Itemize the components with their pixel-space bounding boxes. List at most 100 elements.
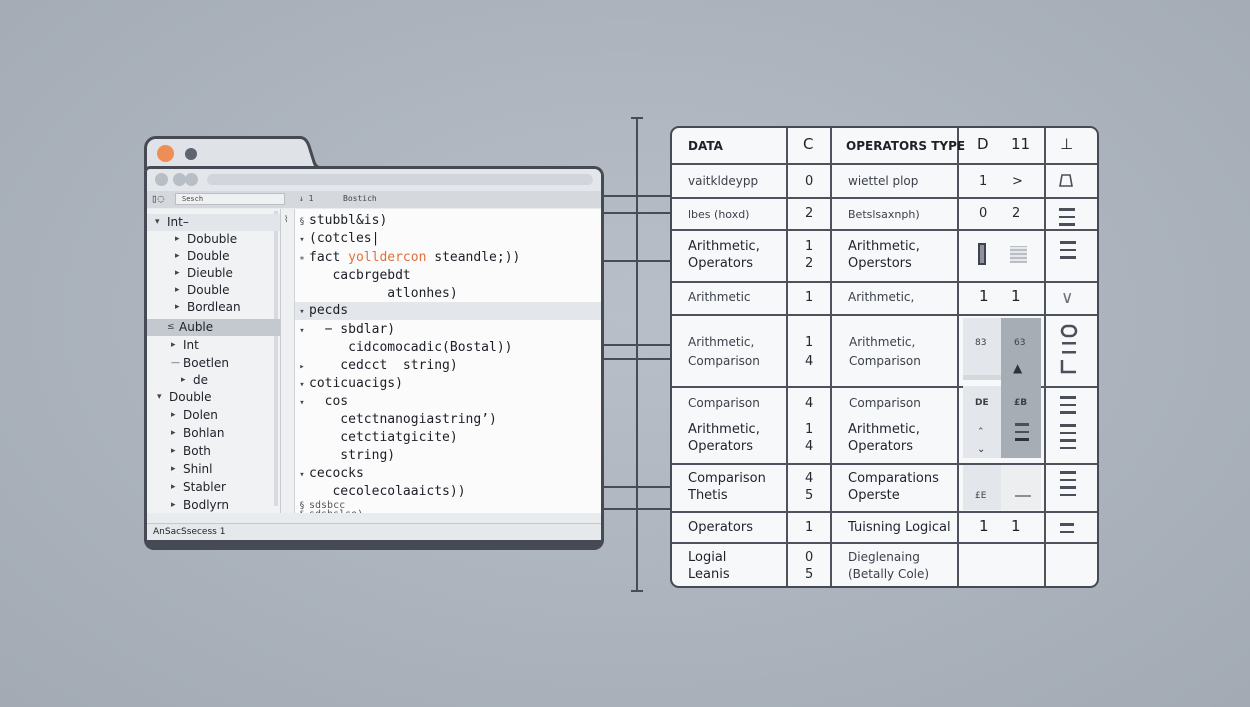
code-line[interactable]: cetctnanogiastring’) xyxy=(295,411,497,429)
tree-item[interactable]: ▸Shinl xyxy=(147,461,280,478)
header-c[interactable]: C xyxy=(803,135,814,153)
fold-marker-icon[interactable]: § xyxy=(295,510,309,513)
chevron-down-icon[interactable]: ∨ xyxy=(1061,288,1074,308)
tree-arrow-icon[interactable]: ▸ xyxy=(175,268,180,278)
fold-marker-icon[interactable]: ▸ xyxy=(299,362,305,372)
code-line[interactable]: cetctiatgicite) xyxy=(295,429,457,447)
code-line[interactable]: atlonhes) xyxy=(295,285,457,303)
tree-item[interactable]: ▸Both xyxy=(147,443,280,460)
menu-lines-icon[interactable] xyxy=(1060,396,1076,419)
code-line[interactable]: §sdsbcc xyxy=(295,500,346,512)
code-line[interactable]: cacbrgebdt xyxy=(295,267,410,285)
tree-item[interactable]: ▸Int xyxy=(147,337,280,354)
menu-lines-icon[interactable] xyxy=(1060,471,1076,501)
tree-item[interactable]: ▸Dolen xyxy=(147,407,280,424)
stacked-shapes-icon[interactable] xyxy=(1058,324,1080,378)
small-caret-icon[interactable]: ⌃ xyxy=(977,427,985,437)
code-text: sdsbcc xyxy=(309,500,346,511)
forward-button[interactable] xyxy=(173,173,186,186)
trapezoid-icon[interactable] xyxy=(1058,173,1074,189)
fold-marker-icon[interactable]: ▾ xyxy=(299,380,305,390)
tree-item[interactable]: ▸de xyxy=(147,372,280,389)
tree-item[interactable]: ≤Auble xyxy=(147,319,280,336)
reload-button[interactable] xyxy=(185,173,198,186)
code-line[interactable]: ▸ cedcct string) xyxy=(295,357,457,375)
connector-spine xyxy=(636,117,638,592)
fold-marker-icon[interactable]: § xyxy=(299,501,305,511)
caret-up-icon[interactable]: ▲ xyxy=(1013,361,1023,375)
fold-marker-icon[interactable]: ▾ xyxy=(299,326,305,336)
fold-marker-icon[interactable]: ▾ xyxy=(299,398,305,408)
tree-arrow-icon[interactable]: ▸ xyxy=(171,340,176,350)
tree-arrow-icon[interactable]: ▸ xyxy=(175,302,180,312)
tree-item[interactable]: ▾Double xyxy=(147,389,280,406)
tree-arrow-icon[interactable]: ▸ xyxy=(171,428,176,438)
code-line[interactable]: ∗fact yolldercon steandle;)) xyxy=(295,249,520,267)
header-11[interactable]: 11 xyxy=(1011,135,1031,153)
tree-item[interactable]: ▸Stabler xyxy=(147,479,280,496)
tree-scrollbar[interactable] xyxy=(274,211,278,506)
header-sort-icon[interactable]: ⊥ xyxy=(1060,135,1074,153)
code-line[interactable]: ▾ cos xyxy=(295,393,348,411)
tree-arrow-icon[interactable]: ▸ xyxy=(171,410,176,420)
fold-marker-icon[interactable]: ▾ xyxy=(299,470,305,480)
folder-icon[interactable]: ▯◌ xyxy=(151,192,165,205)
tree-arrow-icon[interactable]: ▸ xyxy=(171,446,176,456)
minimize-dot-icon[interactable] xyxy=(185,148,197,160)
tree-arrow-icon[interactable]: ▾ xyxy=(155,217,160,227)
tree-item[interactable]: —Boetlen xyxy=(147,355,280,372)
tree-item-label: Bohlan xyxy=(183,426,225,440)
code-line[interactable]: string) xyxy=(295,447,395,465)
tree-arrow-icon[interactable]: ▸ xyxy=(175,251,180,261)
tree-arrow-icon[interactable]: ▸ xyxy=(171,464,176,474)
code-line[interactable]: cidcomocadic(Bostal)) xyxy=(295,339,512,357)
code-line[interactable]: §stubbl&is) xyxy=(295,212,387,230)
header-operators-type[interactable]: OPERATORS TYPE xyxy=(846,139,966,153)
equals-icon[interactable] xyxy=(1060,523,1074,538)
tree-item[interactable]: ▸Dieuble xyxy=(147,265,280,282)
tree-item[interactable]: ▾Int– xyxy=(147,214,280,231)
code-editor[interactable]: §stubbl&is) ▾ (cotcles| ∗fact yolldercon st… xyxy=(295,209,601,513)
tree-item[interactable]: ▸Bordlean xyxy=(147,299,280,316)
header-data[interactable]: DATA xyxy=(688,139,723,153)
list-icon[interactable] xyxy=(1015,423,1029,446)
address-bar[interactable] xyxy=(207,174,593,185)
tree-item[interactable]: ▸Double xyxy=(147,282,280,299)
back-button[interactable] xyxy=(155,173,168,186)
tree-item[interactable]: ▸Double xyxy=(147,248,280,265)
connector-line xyxy=(604,358,670,360)
header-d[interactable]: D xyxy=(977,135,989,153)
selection-column[interactable] xyxy=(1001,318,1041,458)
tree-arrow-icon[interactable]: ▾ xyxy=(157,392,162,402)
tree-arrow-icon[interactable]: ▸ xyxy=(181,375,186,385)
close-dot-icon[interactable] xyxy=(157,145,174,162)
code-line[interactable]: ▾ − sbdlar) xyxy=(295,321,395,339)
tree-item[interactable]: ▸Dobuble xyxy=(147,231,280,248)
code-line[interactable]: ▾pecds xyxy=(295,302,601,320)
code-line[interactable]: cecolecolaaicts)) xyxy=(295,483,465,501)
menu-lines-icon[interactable] xyxy=(1060,424,1076,454)
code-line[interactable]: ▾coticuacigs) xyxy=(295,375,403,393)
connector-line xyxy=(604,344,670,346)
cell-type: Dieglenaing (Betally Cole) xyxy=(848,550,930,581)
tree-arrow-icon[interactable]: — xyxy=(171,358,180,368)
tree-arrow-icon[interactable]: ▸ xyxy=(171,500,176,510)
menu-lines-icon[interactable] xyxy=(1060,241,1076,264)
fold-marker-icon[interactable]: ▾ xyxy=(299,307,305,317)
code-line[interactable]: §sdsbslso) xyxy=(295,510,363,514)
tree-item[interactable]: ▸Bodlyrn xyxy=(147,497,280,514)
tree-arrow-icon[interactable]: ▸ xyxy=(175,234,180,244)
menu-lines-icon[interactable] xyxy=(1059,208,1075,231)
code-line[interactable]: ▾ (cotcles| xyxy=(295,230,379,248)
code-line[interactable]: ▾cecocks xyxy=(295,465,364,483)
tree-arrow-icon[interactable]: ≤ xyxy=(167,322,175,332)
tree-arrow-icon[interactable]: ▸ xyxy=(171,482,176,492)
fold-marker-icon[interactable]: § xyxy=(299,217,305,227)
small-chevron-icon[interactable]: ⌄ xyxy=(977,444,986,455)
fold-marker-icon[interactable]: ▾ xyxy=(299,235,305,245)
path-search-field[interactable]: Sesch xyxy=(175,193,285,205)
code-text: (cotcles| xyxy=(309,231,380,246)
fold-marker-icon[interactable]: ∗ xyxy=(299,254,305,264)
tree-item[interactable]: ▸ Bohlan xyxy=(147,425,280,442)
tree-arrow-icon[interactable]: ▸ xyxy=(175,285,180,295)
